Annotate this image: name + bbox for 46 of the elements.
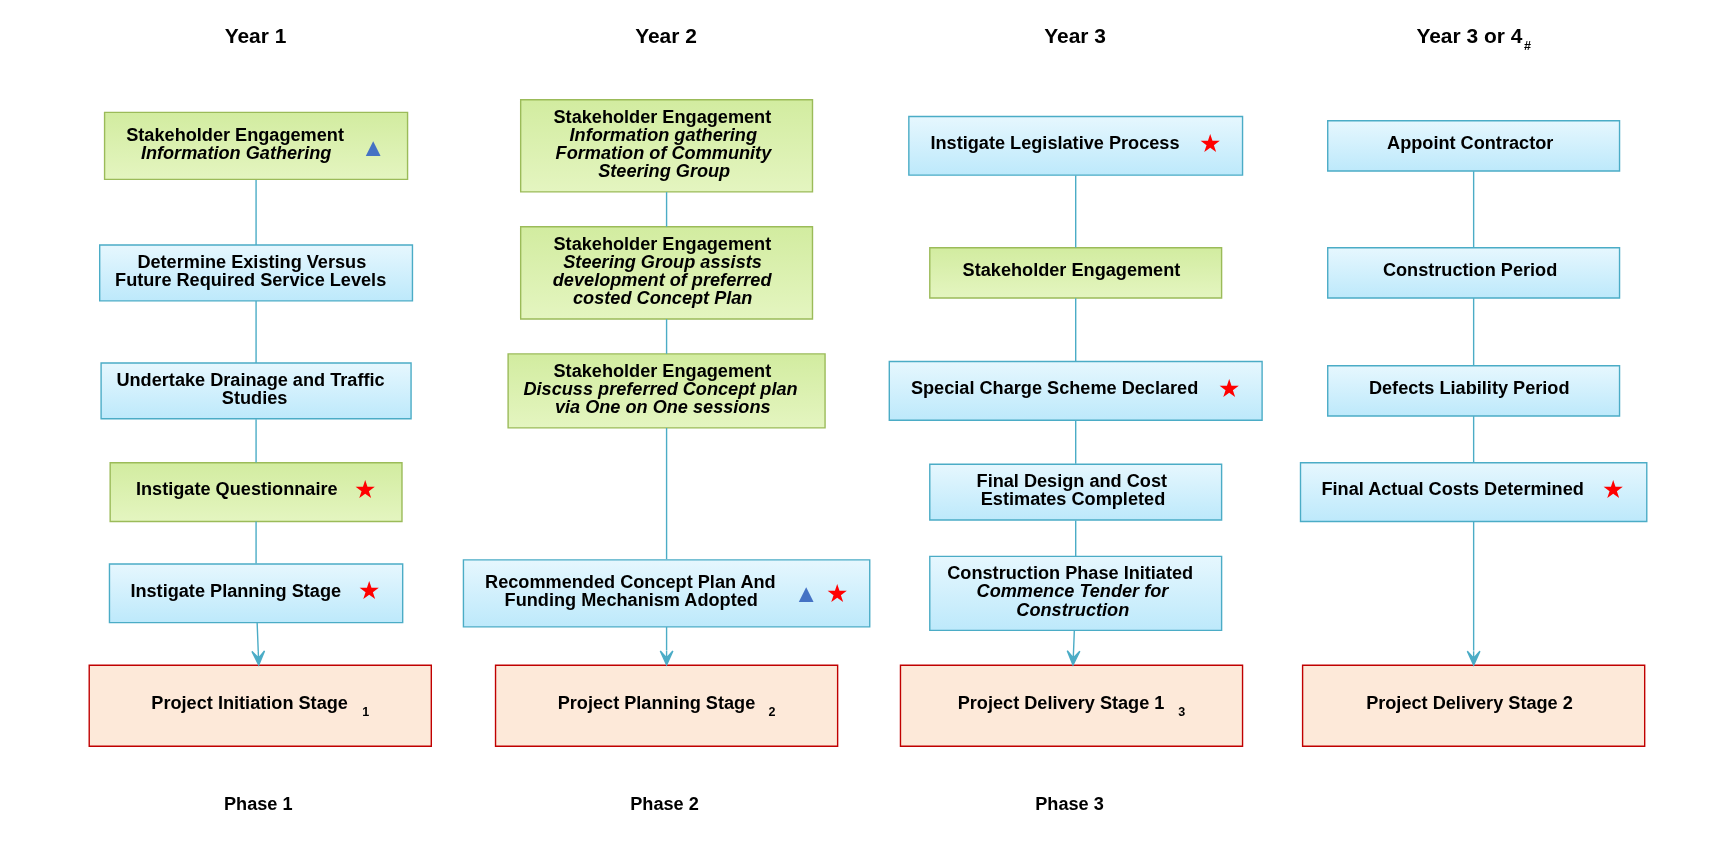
node-box: Appoint Contractor	[1326, 119, 1620, 172]
node-box: Instigate Planning Stage ★	[108, 562, 403, 623]
arrow	[250, 621, 265, 666]
label: Phase 3	[1034, 793, 1104, 814]
connector	[254, 178, 257, 246]
arrow	[1066, 629, 1081, 666]
node-box: Instigate Legislative Process ★	[907, 115, 1243, 176]
connector	[1074, 296, 1076, 362]
connector	[254, 417, 257, 463]
node-box: Special Charge Scheme Declared ★	[888, 360, 1263, 421]
connector	[254, 520, 257, 564]
arrow	[659, 625, 674, 666]
node-box: Project Initiation Stage $_{1}$	[88, 664, 432, 747]
node-box: Construction Period	[1326, 246, 1620, 299]
label: Phase 2	[629, 793, 699, 814]
node-box: Undertake Drainage and Traffic Studies	[99, 361, 412, 419]
node-box: Final Actual Costs Determined ★	[1299, 461, 1647, 522]
connector	[665, 426, 667, 560]
arrow	[1466, 520, 1481, 666]
node-box: Defects Liability Period	[1326, 364, 1620, 417]
connector	[1074, 174, 1076, 248]
connector	[254, 299, 257, 364]
label: Year 3	[1043, 23, 1106, 47]
connector	[665, 317, 667, 355]
node-box: Recommended Concept Plan And Funding Mechanism Adopted ▲ ★	[462, 558, 870, 628]
node-box: Stakeholder Engagement Information gathering Formation of Community Steering Group	[519, 98, 813, 193]
label: Year 1	[224, 23, 286, 47]
label: Year 2	[634, 23, 697, 47]
node-box: Stakeholder Engagement Steering Group assists development of preferred costed Concept Plan	[519, 225, 813, 320]
node-box: Project Delivery Stage 1 $_{3}$	[899, 664, 1243, 747]
node-box: Construction Phase Initiated Commence Tender for Construction	[928, 555, 1222, 631]
node-box: Final Design and Cost Estimates Completed	[928, 463, 1222, 521]
node-box: Determine Existing Versus Future Required Service Levels	[98, 243, 413, 301]
node-box: Stakeholder Engagement Discuss preferred Concept plan via One on One sessions	[506, 352, 826, 429]
node-box: Project Delivery Stage 2	[1301, 664, 1645, 747]
node-box: Project Planning Stage $_{2}$	[494, 664, 838, 747]
connector	[1074, 519, 1076, 557]
label: Phase 1	[223, 793, 293, 814]
connector	[1472, 296, 1474, 366]
connector	[1074, 419, 1076, 464]
node-box: Instigate Questionnaire ★	[108, 461, 403, 522]
connector	[665, 190, 667, 227]
connector	[1472, 170, 1474, 248]
node-box: Stakeholder Engagement	[928, 246, 1222, 299]
connector	[1472, 414, 1474, 463]
label: Year 3 or 4$_{#}$	[1415, 23, 1531, 53]
